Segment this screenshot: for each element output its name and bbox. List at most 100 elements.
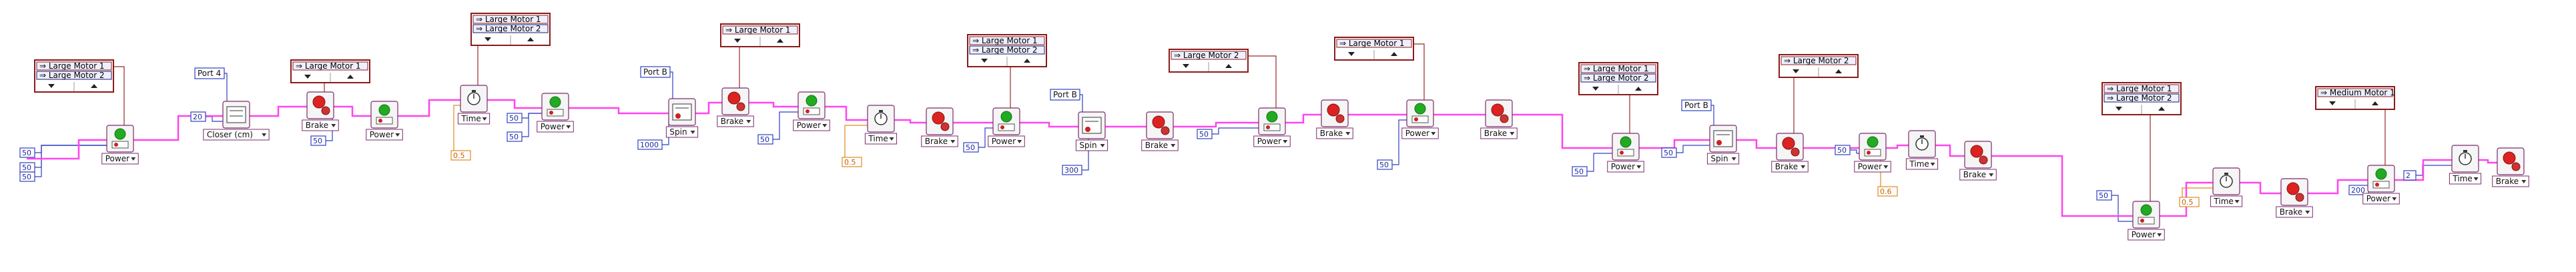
brake-block[interactable]: Brake [717, 87, 754, 127]
brake-block[interactable]: Brake [1141, 111, 1179, 151]
block-mode-dropdown[interactable]: Brake [717, 115, 754, 127]
numeric-input[interactable]: 50 [19, 162, 35, 173]
block-mode-dropdown[interactable]: Power [101, 153, 139, 165]
block-mode-dropdown[interactable]: Brake [1141, 139, 1179, 151]
numeric-input[interactable]: 50 [1661, 147, 1677, 158]
motor-port-selector[interactable]: ⇒ Large Motor 1 [720, 23, 800, 47]
motor-port-selector[interactable]: ⇒ Large Motor 1⇒ Large Motor 2 [1578, 62, 1658, 95]
numeric-input[interactable]: 300 [1062, 165, 1082, 175]
power-block[interactable]: Power [988, 107, 1025, 147]
chevron-down-icon[interactable] [1793, 69, 1799, 73]
power-block[interactable]: Power [1607, 133, 1644, 173]
numeric-input[interactable]: 50 [19, 171, 35, 182]
motor-port-selector[interactable]: ⇒ Large Motor 1 [290, 59, 370, 83]
block-mode-dropdown[interactable]: Power [366, 129, 403, 141]
numeric-input[interactable]: 50 [1197, 129, 1213, 139]
block-mode-dropdown[interactable]: Time [864, 133, 898, 145]
numeric-input[interactable]: 50 [507, 113, 523, 123]
brake-block[interactable]: Brake [1316, 99, 1353, 139]
motor-port-selector[interactable]: ⇒ Large Motor 1⇒ Large Motor 2 [34, 59, 114, 93]
spin-block[interactable]: Spin [1075, 111, 1108, 151]
chevron-down-icon[interactable] [734, 39, 741, 43]
timer-block[interactable]: Time [2210, 167, 2243, 207]
sensor-port-selector[interactable]: Port B [1050, 89, 1080, 101]
block-mode-dropdown[interactable]: Closer (cm) [203, 129, 270, 141]
brake-block[interactable]: Brake [302, 91, 339, 131]
numeric-input[interactable]: 50 [963, 142, 979, 153]
chevron-up-icon[interactable] [1225, 64, 1232, 68]
brake-block[interactable]: Brake [1959, 141, 1997, 181]
chevron-up-icon[interactable] [1635, 87, 1642, 91]
chevron-up-icon[interactable] [527, 37, 534, 41]
chevron-up-icon[interactable] [2372, 101, 2378, 105]
chevron-up-icon[interactable] [1391, 52, 1397, 56]
brake-block[interactable]: Brake [921, 107, 958, 147]
power-block[interactable]: Power [537, 93, 574, 133]
brake-block[interactable]: Brake [2276, 178, 2313, 218]
chevron-down-icon[interactable] [1592, 87, 1599, 91]
block-mode-dropdown[interactable]: Brake [1771, 161, 1809, 173]
chevron-down-icon[interactable] [48, 84, 55, 88]
motor-port-selector[interactable]: ⇒ Large Motor 2 [1169, 49, 1249, 73]
block-mode-dropdown[interactable]: Brake [1480, 127, 1518, 139]
numeric-input[interactable]: 50 [310, 135, 326, 146]
chevron-up-icon[interactable] [1024, 59, 1030, 63]
motor-port-selector[interactable]: ⇒ Large Motor 2 [1779, 54, 1859, 78]
block-mode-dropdown[interactable]: Power [1854, 161, 1891, 173]
chevron-up-icon[interactable] [91, 84, 97, 88]
motor-port-selector[interactable]: ⇒ Medium Motor 1 [2315, 86, 2395, 110]
float-input[interactable]: 0.5 [450, 150, 471, 161]
numeric-input[interactable]: 50 [1572, 166, 1588, 177]
numeric-input[interactable]: 50 [1377, 159, 1393, 170]
block-mode-dropdown[interactable]: Power [2362, 193, 2400, 205]
block-mode-dropdown[interactable]: Brake [921, 135, 958, 147]
motor-port-selector[interactable]: ⇒ Large Motor 1⇒ Large Motor 2 [470, 13, 551, 46]
chevron-down-icon[interactable] [2329, 101, 2336, 105]
chevron-down-icon[interactable] [304, 75, 311, 79]
float-input[interactable]: 0.6 [1877, 186, 1898, 197]
block-mode-dropdown[interactable]: Spin [1706, 153, 1740, 165]
motor-port-selector[interactable]: ⇒ Large Motor 1⇒ Large Motor 2 [967, 34, 1047, 67]
block-mode-dropdown[interactable]: Power [793, 119, 830, 131]
power-block[interactable]: Power [793, 91, 830, 131]
sensor-port-selector[interactable]: Port B [640, 66, 671, 78]
chevron-down-icon[interactable] [1348, 52, 1355, 56]
sensor-block[interactable]: Closer (cm) [203, 101, 270, 141]
numeric-input[interactable]: 50 [757, 134, 773, 145]
numeric-input[interactable]: 1000 [637, 139, 663, 150]
spin-block[interactable]: Spin [1706, 125, 1740, 165]
motor-port-selector[interactable]: ⇒ Large Motor 1⇒ Large Motor 2 [2102, 82, 2182, 115]
block-mode-dropdown[interactable]: Brake [2276, 206, 2313, 218]
sensor-port-selector[interactable]: Port 4 [194, 67, 225, 79]
timer-block[interactable]: Time [457, 85, 491, 125]
numeric-input[interactable]: 20 [190, 111, 206, 122]
power-block[interactable]: Power [101, 125, 139, 165]
chevron-down-icon[interactable] [1183, 64, 1189, 68]
brake-block[interactable]: Brake [2492, 147, 2529, 187]
block-mode-dropdown[interactable]: Power [1253, 135, 1291, 147]
numeric-input[interactable]: 50 [1835, 145, 1851, 155]
timer-block[interactable]: Time [1905, 130, 1939, 170]
sensor-port-selector[interactable]: Port B [1681, 99, 1712, 111]
chevron-down-icon[interactable] [485, 37, 491, 41]
block-mode-dropdown[interactable]: Power [1401, 127, 1439, 139]
power-block[interactable]: Power [2362, 165, 2400, 205]
block-mode-dropdown[interactable]: Brake [2492, 175, 2529, 187]
block-mode-dropdown[interactable]: Spin [1075, 139, 1108, 151]
chevron-down-icon[interactable] [2116, 107, 2122, 111]
power-block[interactable]: Power [366, 101, 403, 141]
chevron-up-icon[interactable] [777, 39, 783, 43]
block-mode-dropdown[interactable]: Spin [665, 126, 699, 138]
spin-block[interactable]: Spin [665, 98, 699, 138]
chevron-up-icon[interactable] [1835, 69, 1842, 73]
block-mode-dropdown[interactable]: Time [2449, 173, 2482, 185]
block-mode-dropdown[interactable]: Time [2210, 195, 2243, 207]
chevron-up-icon[interactable] [2158, 107, 2165, 111]
numeric-input[interactable]: 2 [2403, 170, 2417, 181]
brake-block[interactable]: Brake [1480, 99, 1518, 139]
numeric-input[interactable]: 50 [2096, 190, 2112, 201]
timer-block[interactable]: Time [864, 105, 898, 145]
block-mode-dropdown[interactable]: Brake [1959, 169, 1997, 181]
timer-block[interactable]: Time [2449, 145, 2482, 185]
